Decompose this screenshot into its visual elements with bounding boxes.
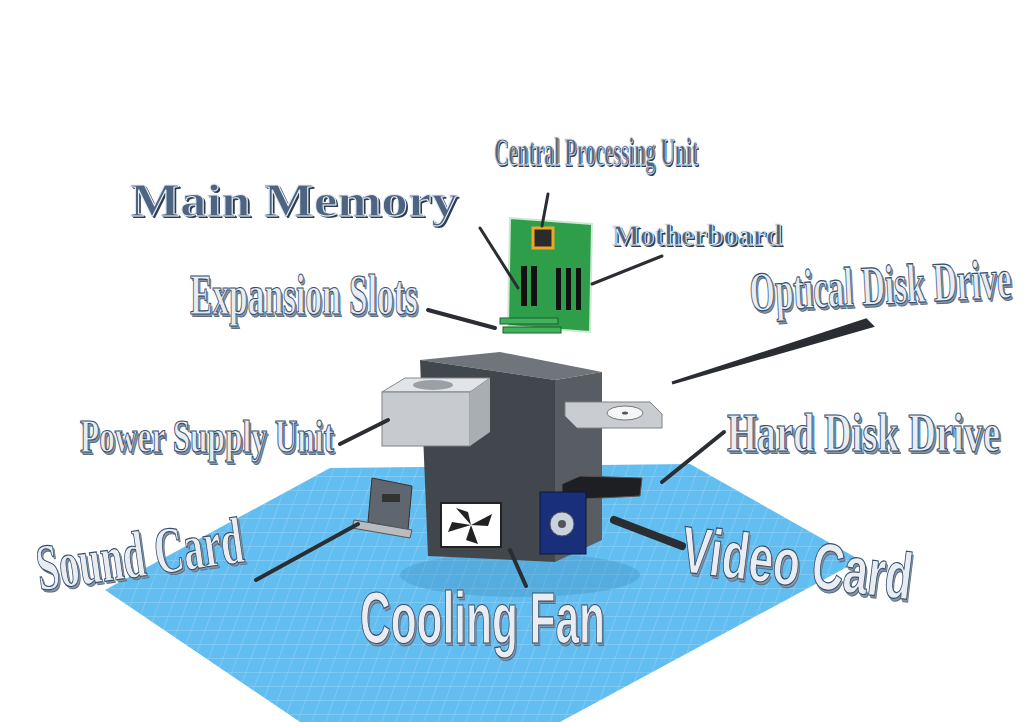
part-label: Motherboard (612, 220, 782, 250)
leader-line (510, 550, 526, 586)
psu-box (382, 392, 470, 446)
part-label: Central Processing Unit (494, 132, 698, 172)
leader-line (614, 520, 682, 546)
ram-slot (521, 266, 527, 306)
psu-fan (413, 380, 453, 390)
leader-line (672, 320, 872, 383)
part-label: Expansion Slots (190, 266, 418, 324)
video-card (540, 492, 586, 554)
cpu (533, 228, 553, 248)
fan-frame (441, 503, 501, 547)
part-label: Hard Disk Drive (727, 406, 1000, 460)
leader-line (340, 420, 388, 444)
disc (607, 406, 643, 420)
fan-blades (448, 508, 492, 544)
slot (576, 268, 581, 310)
part-label: Main Memory (130, 178, 458, 224)
part-label: Cooling Fan (360, 582, 605, 654)
part-label: Optical Disk Drive (748, 250, 1013, 320)
expansion-slot (500, 318, 558, 324)
leader-line (542, 194, 548, 226)
sound-card-bracket (352, 520, 412, 538)
grid-plane (105, 464, 860, 722)
psu-side (470, 378, 490, 446)
leader-line (592, 256, 662, 284)
optical-tray (565, 402, 662, 428)
leader-line (428, 310, 495, 328)
part-label: Power Supply Unit (80, 414, 334, 460)
ram-slot (531, 266, 537, 306)
leader-line (256, 524, 358, 580)
expansion-slot (503, 327, 561, 333)
motherboard (508, 218, 592, 332)
chip (382, 494, 400, 502)
video-fan (550, 512, 574, 536)
sound-card (368, 478, 412, 530)
slot (566, 268, 571, 310)
leader-line (662, 432, 724, 482)
disc-hole (622, 412, 628, 415)
leader-line (480, 228, 518, 288)
slot (556, 268, 561, 310)
video-hub (558, 520, 566, 528)
